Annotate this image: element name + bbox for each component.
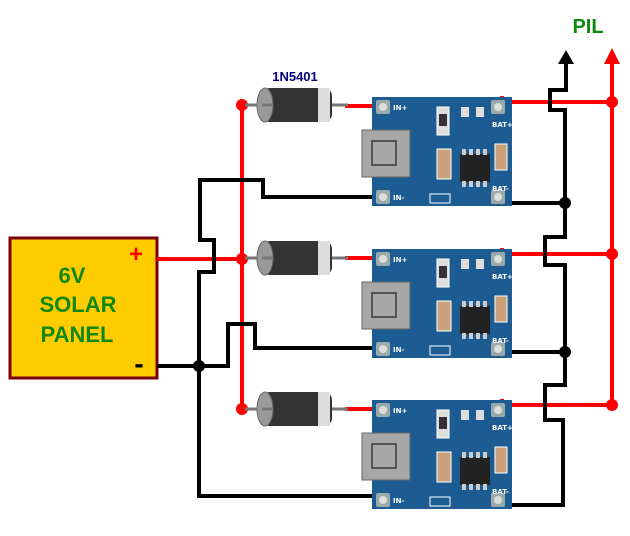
junction-dot [236,403,248,415]
junction-dot [606,248,618,260]
pin-label-in-minus: IN- [393,194,404,202]
junction-dots [193,96,618,415]
junction-dot [236,99,248,111]
panel-label-panel: PANEL [41,322,114,347]
junction-dot [193,360,205,372]
panel-voltage: 6V [59,263,86,288]
panel-label-solar: SOLAR [40,292,117,317]
pin-label-bat-plus: BAT+ [492,424,513,432]
charger-module: IN+ IN- BAT+ BAT- [361,400,513,509]
negative-output-arrow-icon [558,50,574,64]
negative-wires [157,62,568,507]
junction-dot [559,346,571,358]
pin-label-bat-minus: BAT- [492,337,509,345]
panel-minus-terminal: - [134,348,143,379]
positive-output-arrow-icon [604,48,620,64]
pin-label-bat-minus: BAT- [492,488,509,496]
pin-label-in-plus: IN+ [393,407,407,415]
pin-label-in-plus: IN+ [393,104,407,112]
pin-label-in-minus: IN- [393,497,404,505]
diode [245,87,348,123]
junction-dot [606,399,618,411]
junction-dot [559,197,571,209]
pin-label-bat-minus: BAT- [492,185,509,193]
junction-dot [236,253,248,265]
diode [245,240,348,276]
diode-part-label: 1N5401 [272,69,318,84]
charger-module: IN+ IN- BAT+ BAT- [361,249,513,358]
pin-label-bat-plus: BAT+ [492,273,513,281]
charger-module: IN+ IN- BAT+ BAT- [361,97,513,206]
pin-label-in-minus: IN- [393,346,404,354]
solar-panel: 6V SOLAR PANEL + - [8,236,159,380]
panel-plus-terminal: + [129,241,143,268]
pin-label-bat-plus: BAT+ [492,121,513,129]
pin-label-in-plus: IN+ [393,256,407,264]
output-label: PIL [572,16,603,38]
diode [245,391,348,427]
junction-dot [606,96,618,108]
